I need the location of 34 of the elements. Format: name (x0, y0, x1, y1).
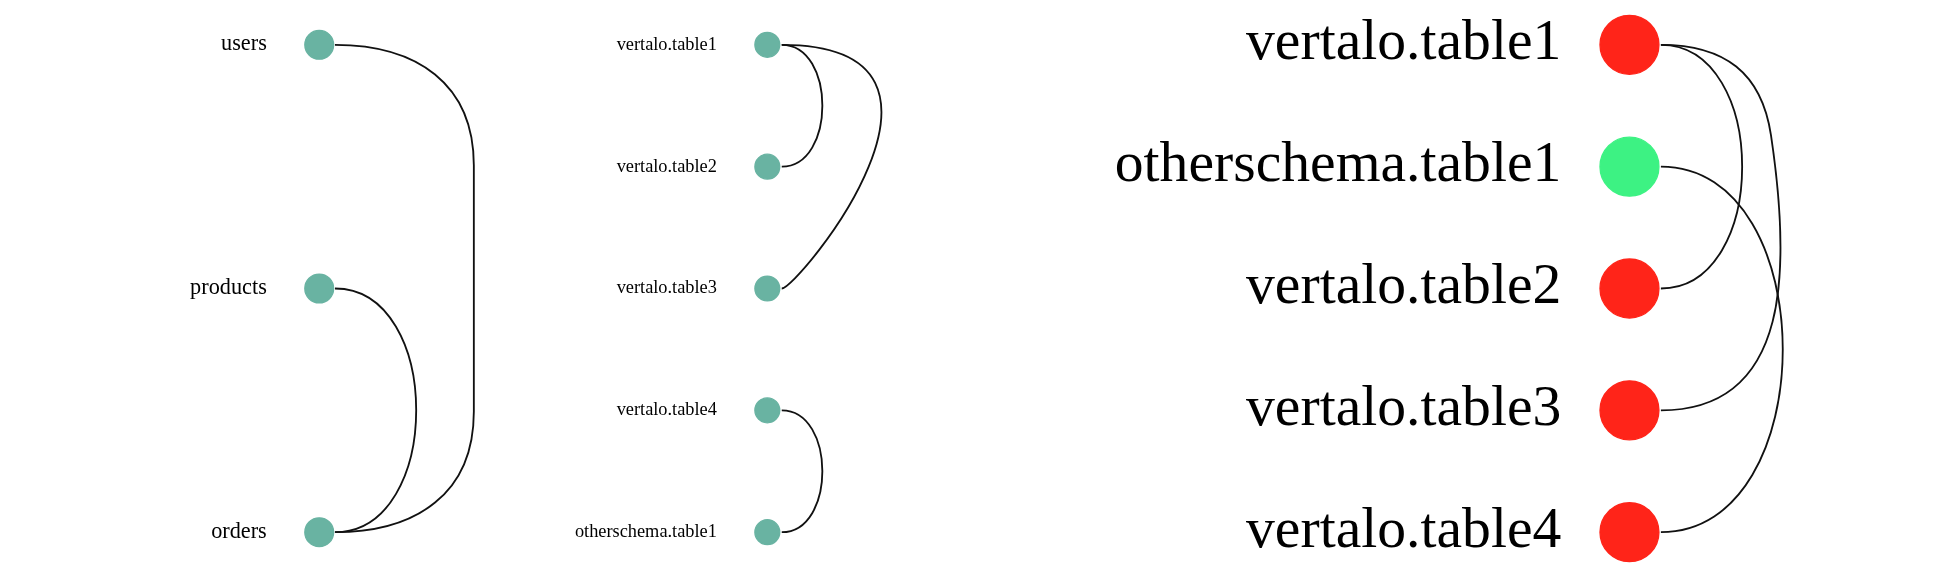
connector (334, 43, 475, 534)
node-circle (304, 517, 335, 548)
node-circle (304, 273, 335, 304)
node-circle (304, 29, 335, 60)
node-circle (754, 31, 781, 58)
connector (780, 43, 883, 290)
node-circle (1599, 136, 1660, 197)
node-circle (1599, 502, 1660, 563)
connector (1660, 165, 1784, 534)
node-label: users (221, 30, 267, 56)
node-label: vertalo.table1 (616, 33, 717, 54)
node-circle (754, 519, 781, 546)
node-label: vertalo.table4 (1246, 495, 1562, 559)
node-circle (754, 397, 781, 424)
node-circle (1599, 380, 1660, 441)
node-label: vertalo.table3 (1246, 374, 1562, 438)
connector (1660, 43, 1744, 290)
node-circle (1599, 14, 1660, 75)
node-circle (754, 275, 781, 302)
node-label: vertalo.table3 (616, 277, 717, 298)
node-circle (1599, 258, 1660, 319)
node-label: orders (211, 517, 267, 543)
node-label: otherschema.table1 (574, 521, 717, 542)
connector (334, 287, 418, 534)
node-label: vertalo.table4 (616, 399, 717, 420)
node-circle (754, 153, 781, 180)
node-label: vertalo.table2 (616, 155, 717, 176)
node-label: vertalo.table2 (1246, 252, 1562, 316)
connector (1660, 43, 1782, 412)
node-label: otherschema.table1 (1114, 130, 1562, 194)
connector (780, 409, 824, 534)
node-label: vertalo.table1 (1246, 8, 1562, 72)
connector (780, 43, 824, 168)
node-label: products (190, 273, 267, 299)
